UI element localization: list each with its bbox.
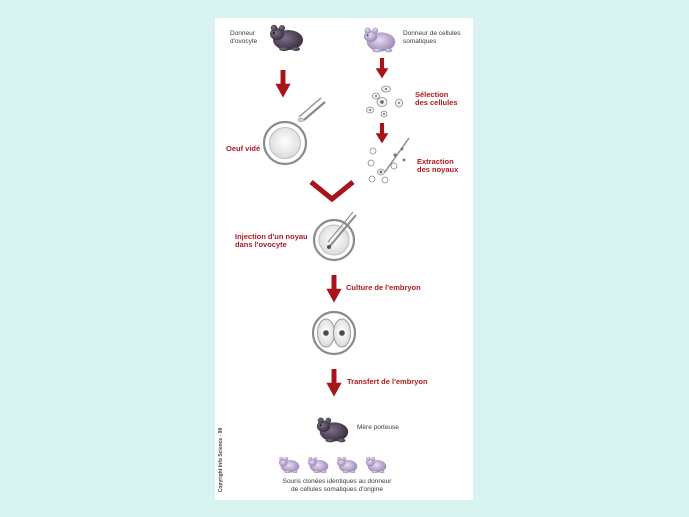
diagram-graphics xyxy=(262,24,410,474)
dark-mouse-icon xyxy=(270,24,303,51)
nucleus-extraction-icon xyxy=(367,137,410,184)
label-souris-clonees: Souris clonées identiques au donneur de … xyxy=(282,478,392,493)
label-selection: Sélection des cellules xyxy=(415,90,458,107)
surrogate-mother-mouse-icon xyxy=(316,417,349,443)
cloning-diagram-panel: Donneur d'ovocyte Donneur de cellules so… xyxy=(215,18,473,500)
injection-egg-icon xyxy=(312,211,357,262)
cloned-mice-icon xyxy=(278,456,387,474)
micropipette-icon xyxy=(297,97,326,123)
label-transfert: Transfert de l'embryon xyxy=(347,377,428,386)
label-donneur-ovocyte: Donneur d'ovocyte xyxy=(230,30,258,45)
label-oeuf-vide: Oeuf vidé xyxy=(226,144,261,153)
copyright-text: Copyright Info Science - 99 xyxy=(218,427,224,493)
egg-cell-icon xyxy=(262,120,308,166)
light-mouse-icon xyxy=(363,27,396,53)
label-culture: Culture de l'embryon xyxy=(346,283,421,292)
label-mere-porteuse: Mère porteuse xyxy=(357,424,399,431)
two-cell-embryo-icon xyxy=(311,310,357,356)
label-donneur-cellules: Donneur de cellules somatiques xyxy=(403,30,461,45)
chevron-merge-icon xyxy=(309,180,355,203)
somatic-cells-icon xyxy=(366,85,403,118)
label-extraction: Extraction des noyaux xyxy=(417,157,459,174)
label-injection: Injection d'un noyau dans l'ovocyte xyxy=(235,232,308,249)
